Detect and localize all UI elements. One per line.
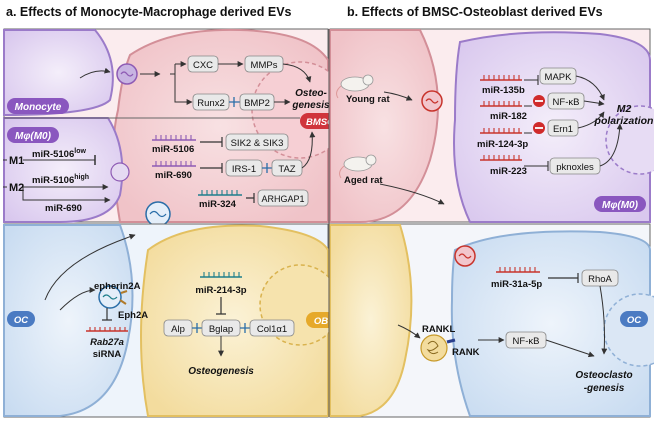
mirna-red-icon bbox=[480, 128, 522, 134]
ev-vesicle-icon bbox=[116, 63, 138, 85]
bglap-label: Bglap bbox=[209, 324, 233, 335]
sik-box bbox=[225, 133, 289, 151]
osteogenesis-label: Osteogenesis bbox=[188, 366, 254, 377]
panel-b-title: b. Effects of BMSC-Osteoblast derived EV… bbox=[347, 5, 603, 19]
mir31-label: miR-31a-5p bbox=[491, 279, 542, 290]
macrophage-label-bg bbox=[7, 127, 59, 143]
m2-polarization-label-2: polarization bbox=[594, 115, 654, 127]
arhgap1-box bbox=[257, 189, 309, 207]
col1a1-box bbox=[249, 319, 295, 337]
alp-label: Alp bbox=[171, 324, 185, 335]
ern1-label: Ern1 bbox=[553, 124, 573, 135]
monocyte-label-bg bbox=[7, 98, 69, 114]
mir223-label: miR-223 bbox=[490, 166, 527, 177]
mir5106-label: miR-5106 bbox=[152, 144, 194, 155]
runx2-label: Runx2 bbox=[197, 98, 224, 109]
m1-label: M1 bbox=[9, 155, 24, 167]
osteoclasto-label-2: -genesis bbox=[584, 383, 625, 394]
mir2143p-label: miR-214-3p bbox=[195, 285, 246, 296]
sirna-label: siRNA bbox=[93, 349, 122, 360]
osteo-label-2: genesis bbox=[291, 100, 330, 111]
mir1243p-label: miR-124-3p bbox=[477, 139, 528, 150]
ob-label: OB bbox=[314, 316, 328, 327]
mirna-red-icon bbox=[480, 75, 522, 81]
rhoa-label: RhoA bbox=[588, 274, 612, 285]
mir5106-high-label: miR-5106high bbox=[32, 174, 89, 186]
ev-vesicle-icon bbox=[421, 90, 443, 112]
col1a1-label: Col1α1 bbox=[257, 324, 287, 335]
ev-vesicle-icon bbox=[454, 245, 476, 267]
osteoclasto-label-1: Osteoclasto bbox=[575, 370, 632, 381]
taz-label: TAZ bbox=[278, 164, 295, 175]
young-rat-label: Young rat bbox=[346, 94, 390, 105]
mirna-teal-icon bbox=[200, 272, 242, 278]
minus-icon bbox=[533, 122, 545, 134]
oc-label-bg-left bbox=[7, 311, 35, 327]
mirna-purple-icon bbox=[152, 161, 196, 167]
rankl-label: RANKL bbox=[422, 324, 455, 335]
oc-label-right: OC bbox=[627, 315, 641, 326]
nfkb-label-bottom: NF-κB bbox=[513, 336, 540, 347]
mirna-purple-icon bbox=[152, 135, 196, 141]
ev-epherin-icon bbox=[98, 285, 128, 309]
minus-icon bbox=[533, 95, 545, 107]
rab27a-label: Rab27a bbox=[90, 337, 124, 348]
sik-label: SIK2 & SIK3 bbox=[231, 138, 284, 149]
epherin2a-label: epherin2A bbox=[94, 281, 141, 292]
mirna-red-icon bbox=[480, 155, 522, 161]
eph2a-label: Eph2A bbox=[118, 310, 148, 321]
cxc-label: CXC bbox=[193, 60, 213, 71]
rank-label: RANK bbox=[452, 347, 480, 358]
mirna-red-icon bbox=[496, 267, 540, 273]
mir690-left-label: miR-690 bbox=[45, 203, 82, 214]
young-rat-icon bbox=[336, 74, 374, 99]
m2-polarization-label-1: M2 bbox=[617, 103, 632, 115]
arhgap1-label: ARHGAP1 bbox=[261, 194, 304, 204]
sirna-icon bbox=[86, 327, 128, 332]
mirna-red-icon bbox=[480, 101, 522, 107]
aged-rat-icon bbox=[339, 154, 377, 179]
macrophage-label: Mφ(M0) bbox=[15, 131, 52, 142]
monocyte-label: Monocyte bbox=[15, 102, 62, 113]
aged-rat-label: Aged rat bbox=[344, 175, 383, 186]
mir690-label: miR-690 bbox=[155, 170, 192, 181]
mapk-label: MAPK bbox=[545, 72, 573, 83]
bmp2-label: BMP2 bbox=[244, 98, 270, 109]
mmps-label: MMPs bbox=[251, 60, 278, 71]
panel-a-title: a. Effects of Monocyte-Macrophage derive… bbox=[6, 5, 292, 19]
mirna-teal-icon bbox=[198, 190, 242, 196]
bmsc-label: BMSC bbox=[306, 117, 334, 128]
mir182-label: miR-182 bbox=[490, 111, 527, 122]
oc-label-left: OC bbox=[14, 315, 28, 326]
mir5106-low-label: miR-5106low bbox=[32, 148, 86, 160]
nfkb-label-top: NF-κB bbox=[553, 97, 580, 108]
macrophage-label-b-bg bbox=[594, 196, 646, 212]
osteo-label-1: Osteo- bbox=[295, 88, 327, 99]
mir324-label: miR-324 bbox=[199, 199, 237, 210]
rankl-icon bbox=[420, 334, 448, 362]
m2-label: M2 bbox=[9, 182, 24, 194]
macrophage-label-b: Mφ(M0) bbox=[602, 200, 639, 211]
oc-label-bg-right bbox=[620, 311, 648, 327]
ev-vesicle-icon bbox=[110, 162, 130, 182]
pknox-label: pknoxles bbox=[556, 162, 594, 173]
irs1-label: IRS-1 bbox=[232, 164, 256, 175]
ev-vesicle-icon bbox=[145, 201, 171, 227]
mir135b-label: miR-135b bbox=[482, 85, 525, 96]
